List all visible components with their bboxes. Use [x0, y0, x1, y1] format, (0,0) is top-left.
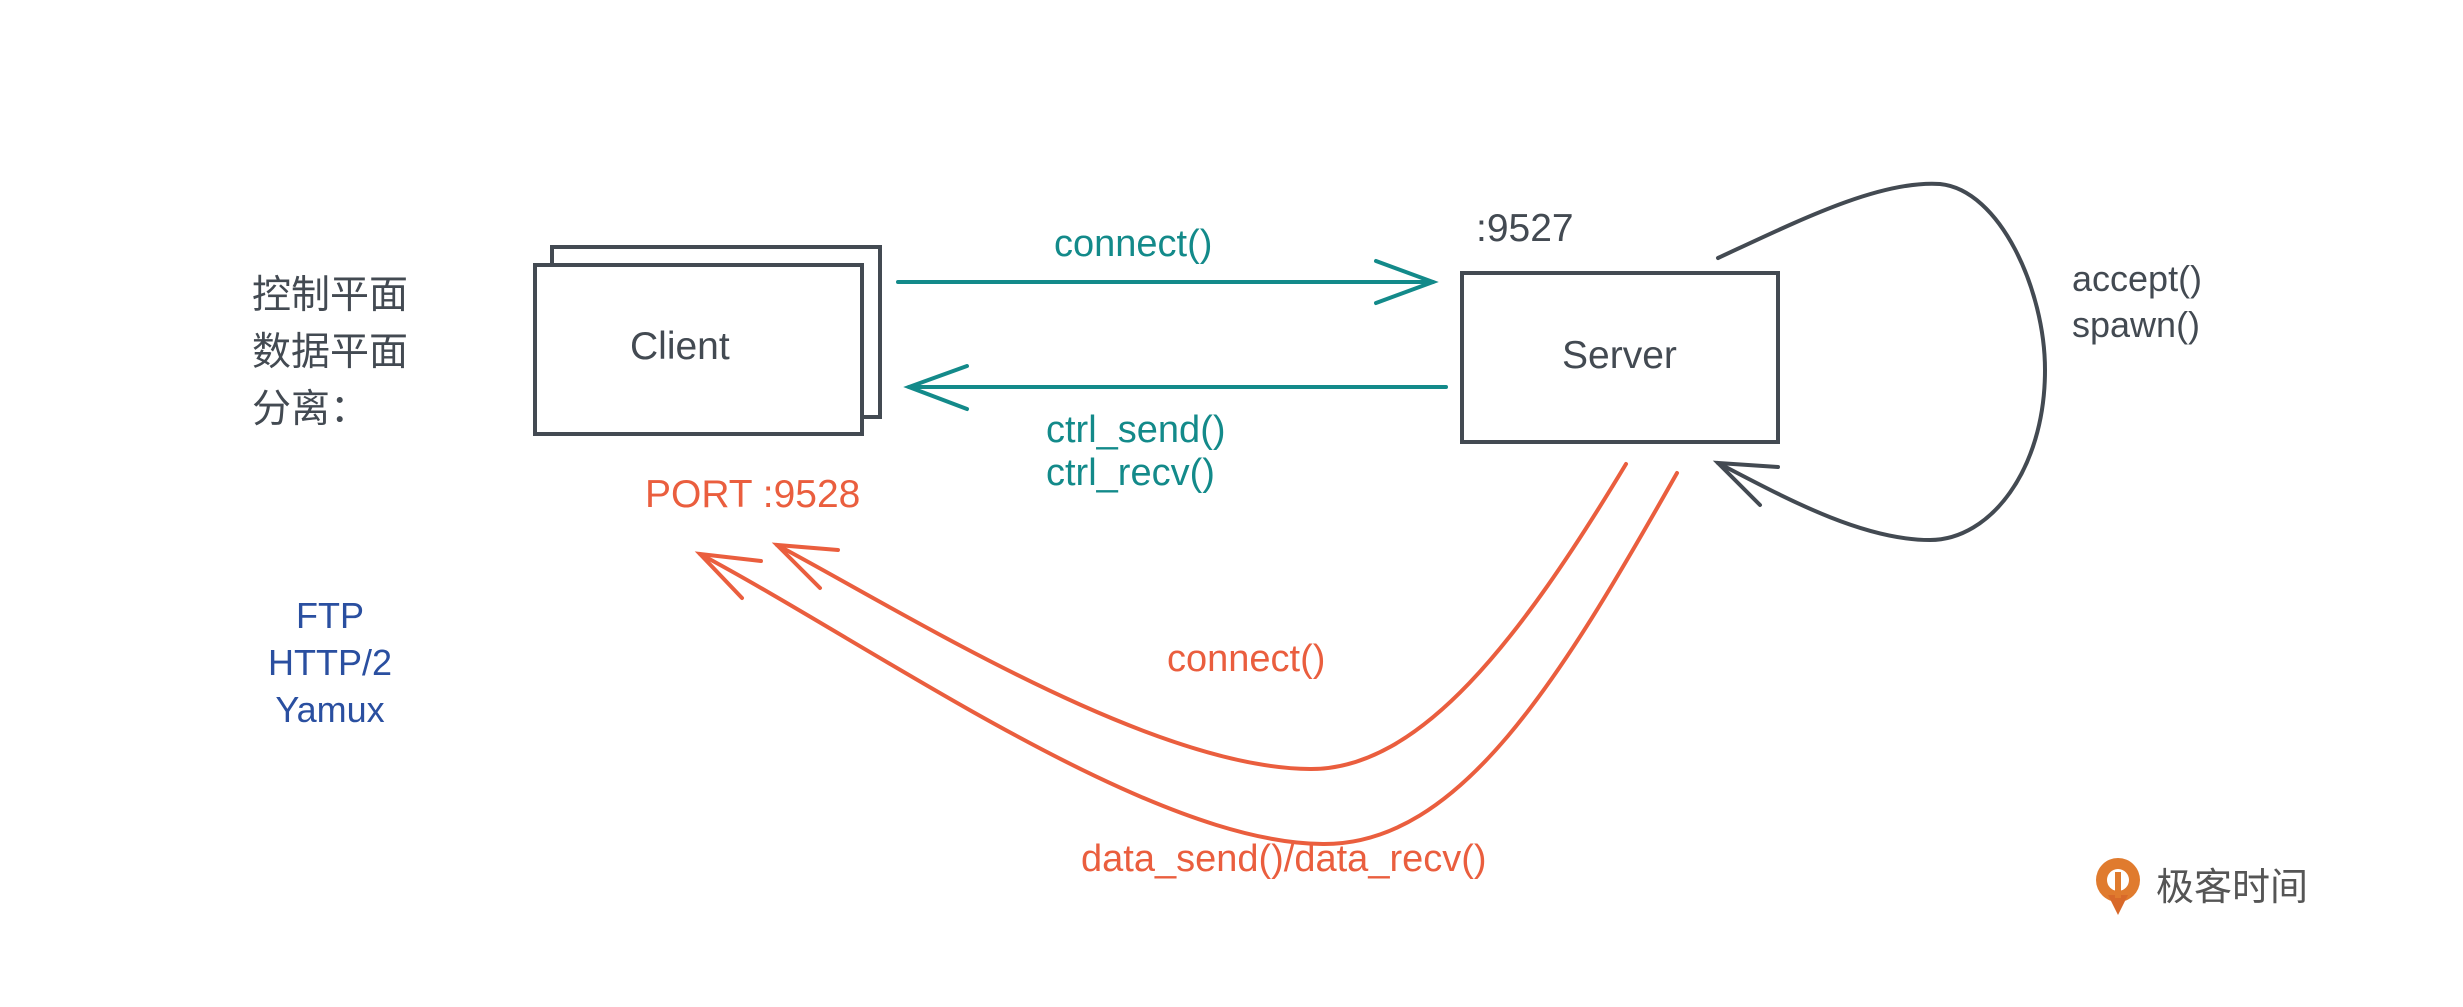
geektime-logo-text: 极客时间 — [2156, 865, 2308, 909]
side-note-line-3: 分离： — [252, 387, 369, 432]
control-send-label: ctrl_send() — [1046, 409, 1226, 451]
client-node: Client — [533, 245, 882, 436]
data-transfer-label: data_send()/data_recv() — [1081, 838, 1487, 880]
control-response-arrowhead — [903, 364, 969, 411]
side-note-line-2: 数据平面 — [252, 330, 408, 375]
client-label: Client — [630, 325, 730, 368]
geektime-logo-icon — [2096, 858, 2140, 915]
protocol-yamux: Yamux — [275, 689, 384, 730]
data-connect-label: connect() — [1167, 638, 1325, 680]
protocol-list: FTP HTTP/2 Yamux — [268, 595, 392, 730]
client-port-label: PORT :9528 — [645, 473, 860, 516]
server-box — [1460, 271, 1780, 444]
control-recv-label: ctrl_recv() — [1046, 452, 1215, 494]
data-transfer-arrowhead — [694, 551, 763, 600]
server-port-label: :9527 — [1476, 207, 1574, 250]
side-note-line-1: 控制平面 — [252, 273, 408, 318]
server-loop-arrow — [1712, 181, 2048, 543]
loop-spawn-label: spawn() — [2072, 304, 2200, 345]
protocol-ftp: FTP — [296, 595, 364, 636]
control-connect-label: connect() — [1054, 223, 1212, 265]
data-connect-arrow — [771, 462, 1628, 772]
control-response-arrow — [903, 364, 1448, 411]
data-transfer-arrow — [694, 471, 1679, 847]
loop-accept-label: accept() — [2072, 258, 2202, 299]
control-connect-arrowhead — [1374, 259, 1439, 305]
server-label: Server — [1562, 334, 1677, 377]
server-loop-line — [1716, 181, 2048, 543]
geektime-logo: 极客时间 — [2096, 858, 2308, 915]
server-node: Server — [1460, 271, 1780, 444]
data-transfer-curve — [698, 471, 1679, 847]
data-connect-curve — [775, 462, 1628, 772]
data-connect-arrowhead — [771, 542, 840, 590]
protocol-http2: HTTP/2 — [268, 642, 392, 683]
client-box-front — [533, 263, 864, 436]
control-connect-arrow — [896, 259, 1439, 305]
side-note: 控制平面 数据平面 分离： — [252, 273, 408, 432]
server-loop-arrowhead — [1712, 460, 1780, 507]
